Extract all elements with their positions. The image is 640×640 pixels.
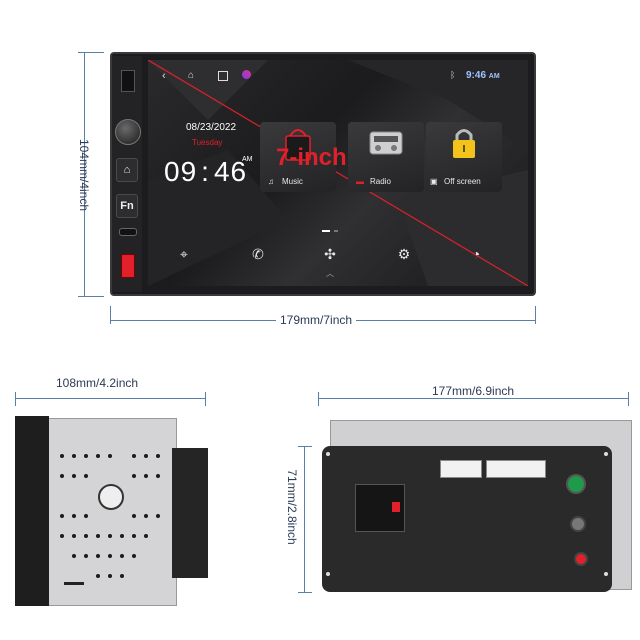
side-mount-screw bbox=[98, 484, 124, 510]
clock: 09:46 bbox=[164, 156, 248, 187]
radio-small-icon: ▬ bbox=[356, 177, 364, 186]
music-bag-icon bbox=[285, 129, 311, 161]
radio-label: Radio bbox=[370, 177, 391, 186]
rear-red-clip bbox=[392, 502, 400, 512]
rear-screw bbox=[604, 572, 608, 576]
tick bbox=[110, 306, 111, 324]
tick bbox=[535, 306, 536, 324]
volume-knob[interactable] bbox=[115, 119, 141, 145]
rear-red-jack bbox=[574, 552, 588, 566]
size-overlay-label: 7-inch bbox=[276, 144, 347, 171]
screen-background-shapes bbox=[148, 60, 528, 286]
page-indicator bbox=[322, 230, 330, 232]
red-usb-port bbox=[121, 254, 135, 278]
rear-screw bbox=[326, 452, 330, 456]
rear-connector-2 bbox=[486, 460, 546, 478]
side-depth-line bbox=[15, 398, 205, 399]
tick bbox=[78, 296, 104, 297]
tick bbox=[318, 392, 319, 406]
apps-icon[interactable]: ✣ bbox=[324, 246, 336, 262]
rear-screw bbox=[326, 572, 330, 576]
side-rear-block bbox=[172, 448, 208, 578]
rear-screw bbox=[604, 452, 608, 456]
radio-tile[interactable]: ▬ Radio bbox=[348, 122, 424, 192]
touch-screen[interactable]: ‹ ⌂ ᛒ 9:46 AM 08/23/2022 Tuesday 09:46 A… bbox=[148, 60, 528, 286]
tick bbox=[15, 392, 16, 406]
usb-c-port bbox=[119, 228, 137, 236]
clock-hour: 09 bbox=[164, 156, 198, 187]
tick bbox=[628, 392, 629, 406]
radio-icon bbox=[369, 131, 403, 155]
date-text: 08/23/2022 bbox=[186, 122, 237, 133]
chevron-up-icon[interactable]: ︿ bbox=[326, 269, 334, 278]
page-indicator-dot bbox=[334, 230, 338, 232]
fn-label: Fn bbox=[120, 200, 134, 212]
lock-icon bbox=[453, 129, 475, 158]
clock-minute: 46 bbox=[213, 156, 248, 187]
rear-antenna-jack bbox=[570, 516, 586, 532]
rear-width-label: 177mm/6.9inch bbox=[432, 384, 515, 398]
tick bbox=[298, 592, 312, 593]
day-text: Tuesday bbox=[192, 138, 223, 147]
music-note-icon: ♫ bbox=[268, 177, 274, 186]
phone-icon[interactable]: ✆ bbox=[252, 246, 264, 262]
lock-small-icon: ▣ bbox=[430, 177, 438, 186]
side-slot bbox=[64, 582, 84, 585]
usb-port bbox=[121, 70, 135, 92]
vent-holes bbox=[60, 454, 160, 578]
tick bbox=[205, 392, 206, 406]
fn-button[interactable]: Fn bbox=[116, 194, 138, 218]
front-height-label: 104mm/4inch bbox=[77, 138, 91, 212]
location-icon[interactable]: ⌖ bbox=[180, 246, 188, 262]
off-screen-tile[interactable]: ▣ Off screen bbox=[426, 122, 502, 192]
tick bbox=[298, 446, 312, 447]
front-height-line bbox=[84, 52, 85, 296]
tick bbox=[78, 52, 104, 53]
status-time: 9:46 AM bbox=[466, 70, 500, 81]
home-icon: ⌂ bbox=[123, 164, 131, 176]
music-tile[interactable]: ♫ Music bbox=[260, 122, 336, 192]
recent-apps-icon[interactable] bbox=[218, 71, 228, 81]
off-screen-label: Off screen bbox=[444, 177, 481, 186]
rear-height-line bbox=[304, 446, 305, 592]
settings-icon[interactable]: ⚙ bbox=[397, 246, 411, 262]
clock-ampm: AM bbox=[242, 156, 253, 163]
bluetooth-icon: ᛒ bbox=[450, 70, 456, 80]
rear-green-jack bbox=[566, 474, 586, 494]
home-button[interactable]: ⌂ bbox=[116, 158, 138, 182]
back-icon[interactable]: ‹ bbox=[162, 70, 166, 82]
rear-width-line bbox=[318, 398, 628, 399]
status-ampm: AM bbox=[488, 73, 500, 80]
assistant-icon[interactable] bbox=[242, 70, 251, 79]
side-depth-label: 108mm/4.2inch bbox=[56, 376, 139, 390]
palette-icon[interactable]: ◔ bbox=[471, 246, 481, 262]
side-front-bezel bbox=[15, 416, 49, 606]
status-time-value: 9:46 bbox=[466, 70, 487, 81]
rear-connector-1 bbox=[440, 460, 482, 478]
front-width-label: 179mm/7inch bbox=[276, 313, 357, 327]
home-nav-icon[interactable]: ⌂ bbox=[188, 70, 195, 81]
rear-height-label: 71mm/2.8inch bbox=[285, 469, 299, 545]
music-label: Music bbox=[282, 177, 303, 186]
